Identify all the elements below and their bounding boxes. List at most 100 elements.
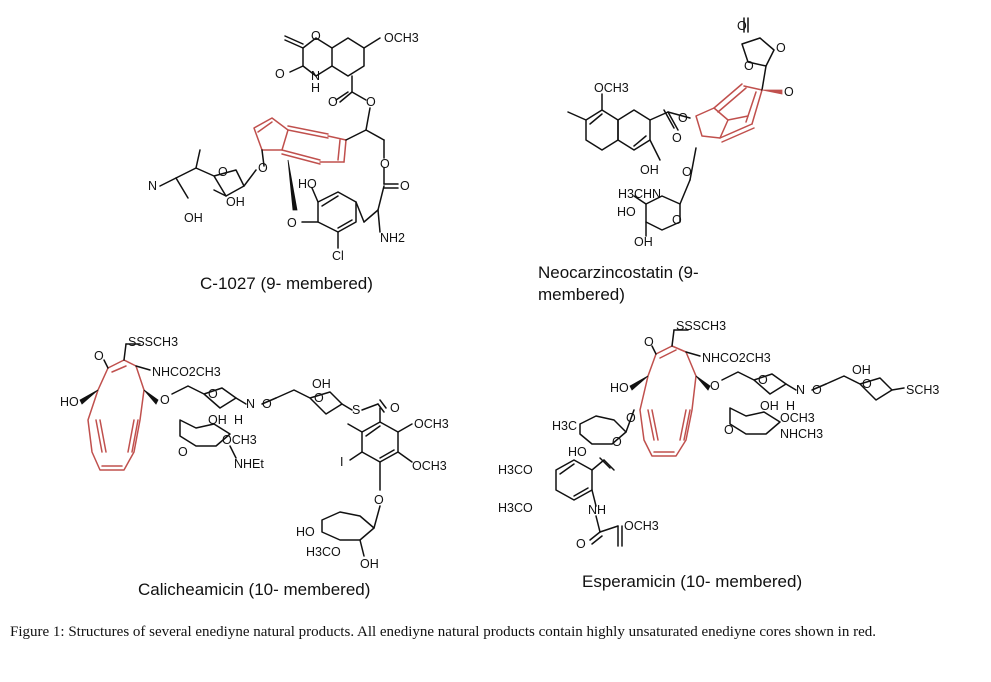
atom-label: OCH3	[384, 31, 419, 45]
atom-label: N	[796, 383, 805, 397]
esp-lower-sugar	[579, 409, 635, 445]
esp-aryl-ring	[555, 457, 623, 547]
atom-label: OCH3	[222, 433, 257, 447]
cal-aryl-ring	[347, 407, 413, 491]
compound-name-line2: membered)	[538, 285, 625, 304]
neo-naphthoate	[567, 93, 691, 161]
neo-carbonate	[741, 17, 775, 67]
atom-label: Cl	[332, 249, 344, 263]
atom-label: H3CO	[498, 501, 533, 515]
cal-enediyne-core	[87, 359, 145, 471]
atom-label: N	[148, 179, 157, 193]
atom-label: O	[724, 423, 734, 437]
atom-label: OH	[852, 363, 871, 377]
atom-label: O	[576, 537, 586, 551]
atom-label: O	[784, 85, 794, 99]
atom-label: OCH3	[594, 81, 629, 95]
atom-label: OH	[760, 399, 779, 413]
atom-label: H	[786, 399, 795, 413]
atom-label: O	[758, 373, 768, 387]
compound-name: Calicheamicin (10- membered)	[138, 580, 370, 599]
atom-label: O	[672, 131, 682, 145]
atom-label: H3CO	[306, 545, 341, 559]
atom-label: H3CO	[498, 463, 533, 477]
atom-label: O	[314, 391, 324, 405]
compound-name: Esperamicin (10- membered)	[582, 572, 802, 591]
atom-label: OCH3	[412, 459, 447, 473]
atom-label: OCH3	[414, 417, 449, 431]
atom-label: O	[328, 95, 338, 109]
compound-esperamicin: SSSCH3 O NHCO2CH3 HO O O OH N OH H O O S…	[498, 319, 939, 591]
atom-label: NHCO2CH3	[152, 365, 221, 379]
esp-sugar-chain	[721, 371, 905, 435]
atom-label: HO	[298, 177, 317, 191]
atom-label: I	[340, 455, 343, 469]
atom-label: H3C	[552, 419, 577, 433]
atom-label: HO	[296, 525, 315, 539]
atom-label: NHEt	[234, 457, 264, 471]
figure-caption: Figure 1: Structures of several enediyne…	[10, 624, 877, 640]
atom-label: O	[218, 165, 228, 179]
atom-label: O	[380, 157, 390, 171]
atom-label: O	[390, 401, 400, 415]
atom-label: NHCO2CH3	[702, 351, 771, 365]
neo-sugar	[633, 147, 697, 237]
atom-label: SSSCH3	[676, 319, 726, 333]
c1027-enediyne-core	[253, 117, 347, 165]
c1027-aryl-ring	[287, 159, 365, 249]
atom-label: HO	[610, 381, 629, 395]
atom-label: O	[678, 111, 688, 125]
atom-label: O	[812, 383, 822, 397]
atom-label: OCH3	[624, 519, 659, 533]
atom-label: O	[366, 95, 376, 109]
atom-label: H	[311, 81, 320, 95]
atom-label: O	[672, 213, 682, 227]
atom-label: O	[612, 435, 622, 449]
c1027-sugar	[159, 149, 265, 199]
atom-label: O	[400, 179, 410, 193]
atom-label: OH	[226, 195, 245, 209]
atom-label: OCH3	[780, 411, 815, 425]
atom-label: SSSCH3	[128, 335, 178, 349]
atom-label: OH	[208, 413, 227, 427]
atom-label: NH2	[380, 231, 405, 245]
esp-enediyne-core	[639, 345, 697, 457]
c1027-benzoxazinone	[284, 35, 381, 103]
atom-label: N	[311, 69, 320, 83]
atom-label: S	[352, 403, 360, 417]
atom-label: OH	[640, 163, 659, 177]
atom-label: O	[710, 379, 720, 393]
atom-label: O	[287, 216, 297, 230]
atom-label: O	[862, 377, 872, 391]
atom-label: O	[374, 493, 384, 507]
atom-label: O	[262, 397, 272, 411]
compound-c1027: OCH3 O O N H O O N O O OH OH HO O O O NH…	[148, 29, 419, 293]
atom-label: O	[626, 411, 636, 425]
atom-label: O	[94, 349, 104, 363]
figure-structures: OCH3 O O N H O O N O O OH OH HO O O O NH…	[60, 17, 939, 599]
atom-label: O	[644, 335, 654, 349]
atom-label: H	[234, 413, 243, 427]
atom-label: O	[160, 393, 170, 407]
atom-label: HO	[617, 205, 636, 219]
atom-label: NHCH3	[780, 427, 823, 441]
atom-label: OH	[312, 377, 331, 391]
atom-label: OH	[634, 235, 653, 249]
compound-neocarzinostatin: O O O O OCH3 O O OH O H3CHN HO O OH Neoc…	[538, 17, 794, 304]
atom-label: O	[744, 59, 754, 73]
neo-enediyne-core	[695, 83, 763, 143]
atom-label: NH	[588, 503, 606, 517]
atom-label: H3CHN	[618, 187, 661, 201]
atom-label: O	[311, 29, 321, 43]
atom-label: HO	[568, 445, 587, 459]
atom-label: O	[776, 41, 786, 55]
atom-label: O	[208, 387, 218, 401]
atom-label: O	[737, 19, 747, 33]
c1027-macrocycle	[345, 107, 399, 233]
atom-label: OH	[360, 557, 379, 571]
cal-sugar-chain	[171, 385, 387, 459]
atom-label: SCH3	[906, 383, 939, 397]
atom-label: HO	[60, 395, 79, 409]
compound-name: C-1027 (9- membered)	[200, 274, 373, 293]
compound-name-line1: Neocarzincostatin (9-	[538, 263, 699, 282]
